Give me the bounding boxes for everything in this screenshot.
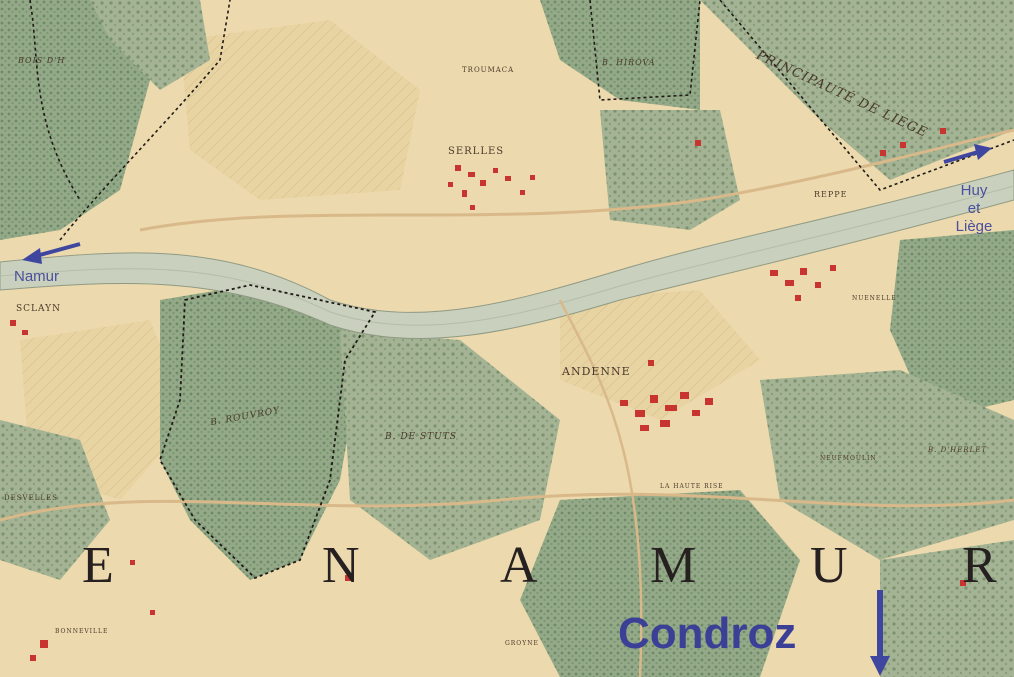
region-letter: N [322,537,360,594]
forest-area [540,0,700,110]
boundary-line [29,0,81,201]
road [0,492,1014,522]
forest-area [0,420,110,580]
arrow-south-icon [870,590,890,676]
forest-area [520,490,800,677]
place-sclayn: SCLAYN [16,304,61,314]
region-letter: U [810,537,848,594]
arrow-west-icon [22,242,81,264]
region-letter: A [500,537,538,594]
settlement-east [695,128,946,301]
road [558,299,643,677]
label-liege: Liège [955,218,993,235]
place-andenne: ANDENNE [562,365,631,378]
place-reppe: REPPE [814,190,848,199]
forest-area [90,0,210,90]
place-la-haute: LA HAUTE RISE [660,483,724,490]
place-troumaca: TROUMACA [462,66,515,74]
river-meuse [0,169,1014,340]
label-huy: Huy [960,182,988,199]
label-huy-et-liege: Huy et Liège [948,182,1000,236]
place-groyne: GROYNE [505,640,539,647]
road [139,128,1014,232]
place-bois-hirova: B. HIROVA [602,58,656,67]
label-et: et [967,200,981,217]
field-area [560,290,760,420]
field-area [180,20,420,200]
place-serlles: SERLLES [448,146,505,157]
place-nuenelle: NUENELLE [852,295,897,302]
forest-area [600,110,740,230]
river-centerline [0,185,1014,326]
label-namur: Namur [14,268,60,285]
label-condroz: Condroz [618,609,797,658]
boundary-line [719,0,1014,191]
settlement-serlles [448,165,535,210]
place-bois-destuts: B. DE STUTS [385,432,457,442]
arrow-east-icon [943,144,992,164]
settlement-andenne [620,360,713,431]
place-bois-tw: BOIS D'H [18,56,66,65]
place-desvelles: DESVELLES [4,494,58,502]
settlement-west [10,320,966,661]
place-bois-herlet: B. D'HERLET [928,446,988,454]
boundary-line [589,0,701,101]
forest-area [760,370,1014,560]
region-letter: R [962,537,997,594]
forest-area [700,0,1014,180]
forest-area [340,330,560,560]
place-neufmoulin: NEUFMOULIN [820,455,877,462]
region-letter: E [82,537,114,594]
bois-rouvroy-boundary [159,284,377,580]
place-bonneville: BONNEVILLE [55,628,109,635]
region-letter: M [650,537,697,594]
forest-area [880,540,1014,677]
forest-area [890,230,1014,420]
